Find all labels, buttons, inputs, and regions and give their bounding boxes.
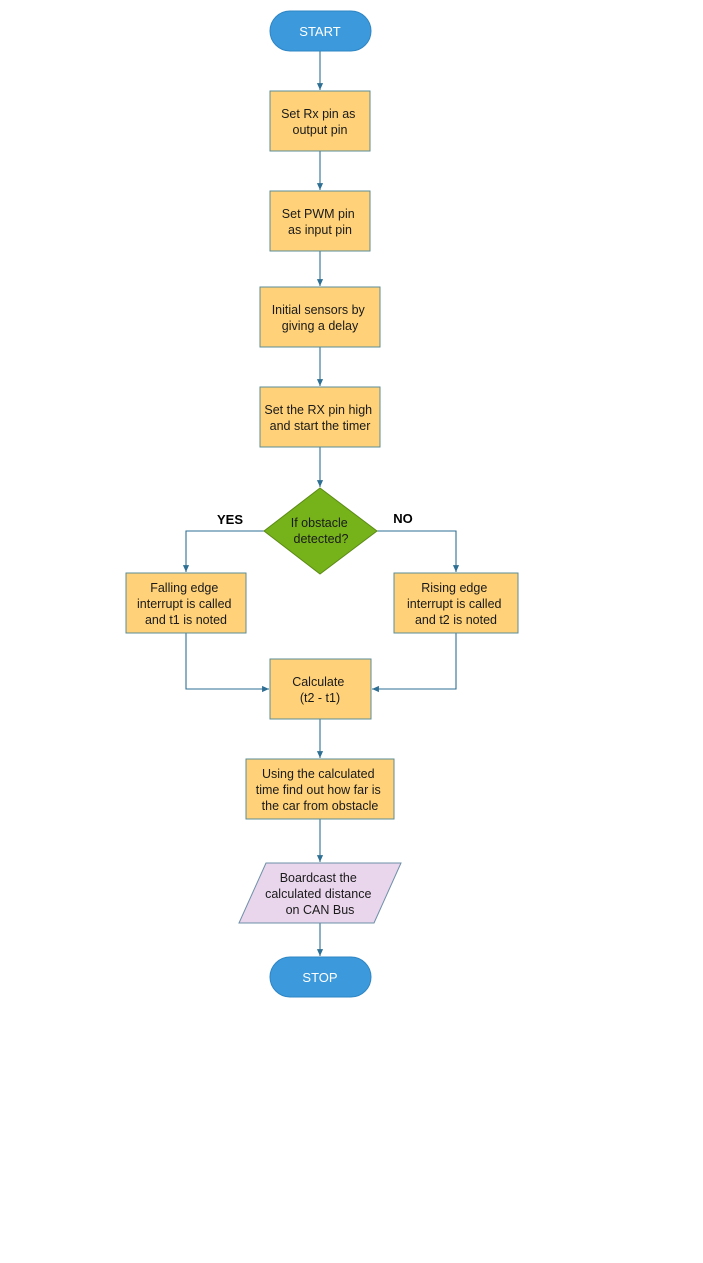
broadcast-node: Boardcast the calculated distance on CAN… — [238, 862, 402, 924]
decision-line: detected? — [294, 532, 349, 546]
set-rx-line: Set Rx pin as — [281, 107, 355, 121]
set-pwm-shape — [269, 190, 371, 252]
set-pwm-label: Set PWM pin as input pin — [282, 207, 358, 237]
decision-line: If obstacle — [291, 516, 348, 530]
rising-edge-node: Rising edge interrupt is called and t2 i… — [393, 572, 519, 634]
broadcast-label: Boardcast the calculated distance on CAN… — [265, 871, 375, 917]
set-pwm-line: as input pin — [288, 223, 352, 237]
init-sensors-line: Initial sensors by — [272, 303, 366, 317]
set-rx-shape — [269, 90, 371, 152]
rising-edge-line: and t2 is noted — [415, 613, 497, 627]
init-sensors-shape — [259, 286, 381, 348]
edge-decision-no-to-rising — [377, 530, 460, 572]
broadcast-line: Boardcast the — [280, 871, 357, 885]
set-rx-node: Set Rx pin as output pin — [269, 90, 371, 152]
distance-label: Using the calculated time find out how f… — [256, 767, 385, 813]
falling-edge-shape — [125, 572, 247, 634]
branch-yes-label: YES — [217, 512, 243, 527]
falling-edge-line: interrupt is called — [137, 597, 232, 611]
set-rx-high-node: Set the RX pin high and start the timer — [259, 386, 381, 448]
broadcast-line: calculated distance — [265, 887, 371, 901]
edge-falling-to-calc — [185, 633, 269, 693]
calculate-label: Calculate (t2 - t1) — [292, 675, 348, 705]
broadcast-line: on CAN Bus — [286, 903, 355, 917]
connector-group — [182, 51, 460, 956]
decision-label: If obstacle detected? — [291, 516, 351, 546]
start-line: START — [299, 24, 340, 39]
distance-line: Using the calculated — [262, 767, 375, 781]
set-rx-label: Set Rx pin as output pin — [281, 107, 359, 137]
stop-shape — [269, 956, 372, 998]
rising-edge-label: Rising edge interrupt is called and t2 i… — [407, 581, 505, 627]
falling-edge-line: Falling edge — [150, 581, 218, 595]
distance-node: Using the calculated time find out how f… — [245, 758, 395, 820]
distance-shape — [245, 758, 395, 820]
calculate-line: Calculate — [292, 675, 344, 689]
distance-line: the car from obstacle — [262, 799, 379, 813]
stop-node: STOP — [269, 956, 372, 998]
falling-edge-node: Falling edge interrupt is called and t1 … — [125, 572, 247, 634]
start-shape — [269, 10, 372, 52]
distance-line: time find out how far is — [256, 783, 381, 797]
falling-edge-line: and t1 is noted — [145, 613, 227, 627]
set-pwm-node: Set PWM pin as input pin — [269, 190, 371, 252]
edge-decision-yes-to-falling — [182, 530, 264, 572]
init-sensors-line: giving a delay — [282, 319, 359, 333]
decision-node: If obstacle detected? — [263, 487, 378, 575]
falling-edge-label: Falling edge interrupt is called and t1 … — [137, 581, 235, 627]
decision-shape — [263, 487, 378, 575]
branch-no-label: NO — [393, 511, 413, 526]
calculate-node: Calculate (t2 - t1) — [269, 658, 372, 720]
broadcast-shape — [238, 862, 402, 924]
stop-label: STOP — [302, 970, 337, 985]
start-label: START — [299, 24, 340, 39]
set-pwm-line: Set PWM pin — [282, 207, 355, 221]
set-rx-line: output pin — [293, 123, 348, 137]
set-rx-high-line: and start the timer — [270, 419, 371, 433]
set-rx-high-shape — [259, 386, 381, 448]
rising-edge-shape — [393, 572, 519, 634]
stop-line: STOP — [302, 970, 337, 985]
set-rx-high-line: Set the RX pin high — [264, 403, 372, 417]
edge-rising-to-calc — [372, 633, 457, 693]
init-sensors-node: Initial sensors by giving a delay — [259, 286, 381, 348]
set-rx-high-label: Set the RX pin high and start the timer — [264, 403, 375, 433]
rising-edge-line: interrupt is called — [407, 597, 502, 611]
rising-edge-line: Rising edge — [421, 581, 487, 595]
init-sensors-label: Initial sensors by giving a delay — [272, 303, 369, 333]
calculate-shape — [269, 658, 372, 720]
start-node: START — [269, 10, 372, 52]
calculate-line: (t2 - t1) — [300, 691, 340, 705]
